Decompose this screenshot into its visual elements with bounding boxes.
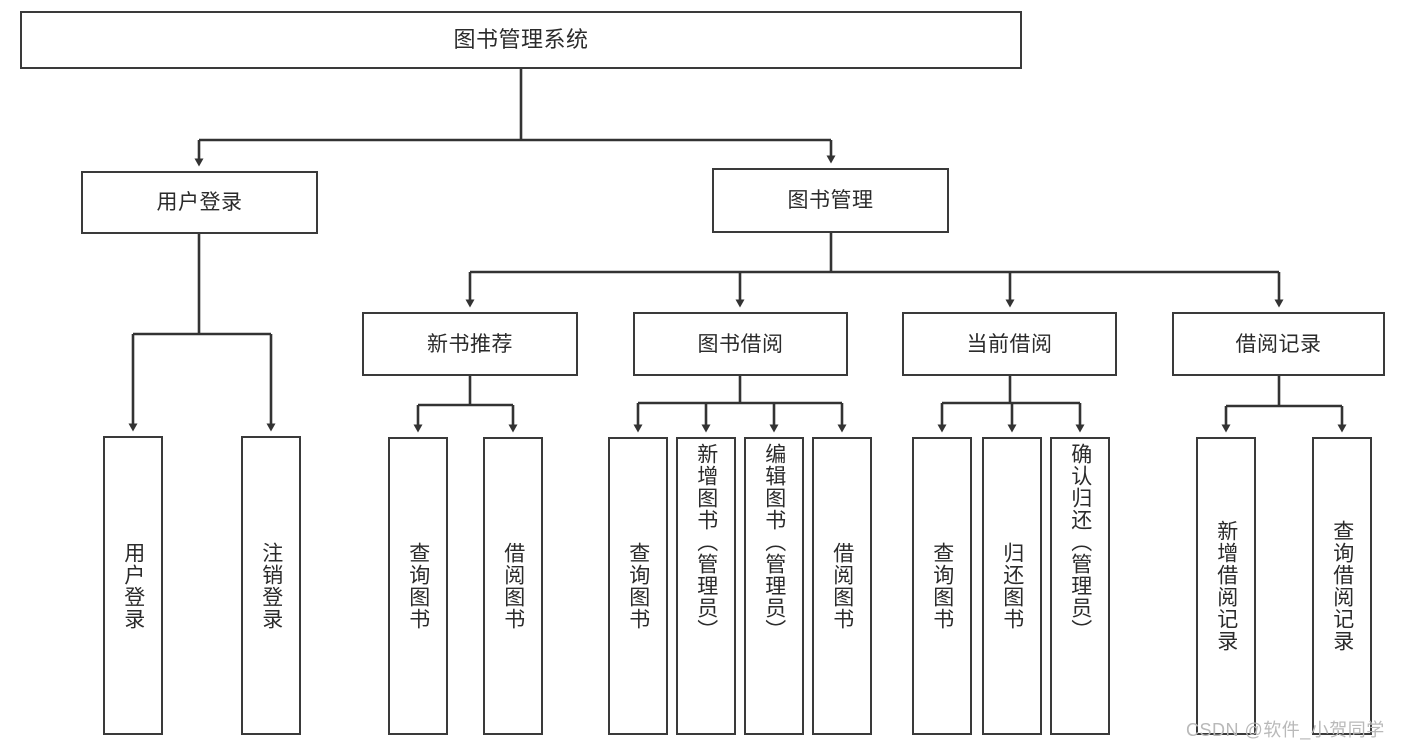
leaf-confirm-return-admin[interactable]: 确认归还（管理员） xyxy=(1050,437,1110,735)
node-user-login[interactable]: 用户登录 xyxy=(81,171,318,234)
node-borrow-records[interactable]: 借阅记录 xyxy=(1172,312,1385,376)
node-book-borrow-label: 图书借阅 xyxy=(697,332,784,356)
leaf-add-book-admin[interactable]: 新增图书（管理员） xyxy=(676,437,736,735)
leaf-query-book-recommend-label: 查询图书 xyxy=(406,542,430,630)
leaf-borrow-book[interactable]: 借阅图书 xyxy=(812,437,872,735)
node-root-label: 图书管理系统 xyxy=(453,27,589,52)
leaf-return-book-label: 归还图书 xyxy=(1000,542,1024,630)
leaf-edit-book-admin-label: 编辑图书（管理员） xyxy=(762,443,786,641)
node-current-borrow[interactable]: 当前借阅 xyxy=(902,312,1117,376)
leaf-logout-label: 注销登录 xyxy=(259,541,283,630)
leaf-confirm-return-admin-label: 确认归还（管理员） xyxy=(1068,443,1092,641)
leaf-query-book-borrow-label: 查询图书 xyxy=(626,542,650,630)
leaf-add-borrow-record[interactable]: 新增借阅记录 xyxy=(1196,437,1256,735)
leaf-add-borrow-record-label: 新增借阅记录 xyxy=(1214,520,1238,652)
node-borrow-records-label: 借阅记录 xyxy=(1235,332,1322,356)
leaf-query-borrow-record-label: 查询借阅记录 xyxy=(1330,520,1354,652)
node-book-borrow[interactable]: 图书借阅 xyxy=(633,312,848,376)
node-new-book-recommend[interactable]: 新书推荐 xyxy=(362,312,578,376)
node-current-borrow-label: 当前借阅 xyxy=(966,332,1053,356)
leaf-add-book-admin-label: 新增图书（管理员） xyxy=(694,443,718,641)
leaf-borrow-book-recommend-label: 借阅图书 xyxy=(501,542,525,630)
watermark-text: CSDN @软件_小贺同学 xyxy=(1186,720,1385,740)
leaf-edit-book-admin[interactable]: 编辑图书（管理员） xyxy=(744,437,804,735)
leaf-borrow-book-label: 借阅图书 xyxy=(830,542,854,630)
leaf-user-login[interactable]: 用户登录 xyxy=(103,436,163,735)
node-new-book-recommend-label: 新书推荐 xyxy=(427,332,513,356)
leaf-query-book-current[interactable]: 查询图书 xyxy=(912,437,972,735)
node-book-management-label: 图书管理 xyxy=(787,189,874,212)
leaf-query-book-borrow[interactable]: 查询图书 xyxy=(608,437,668,735)
node-book-management[interactable]: 图书管理 xyxy=(712,168,949,233)
leaf-borrow-book-recommend[interactable]: 借阅图书 xyxy=(483,437,543,735)
node-user-login-label: 用户登录 xyxy=(156,191,243,214)
leaf-query-book-current-label: 查询图书 xyxy=(930,542,954,630)
leaf-return-book[interactable]: 归还图书 xyxy=(982,437,1042,735)
leaf-logout[interactable]: 注销登录 xyxy=(241,436,301,735)
leaf-user-login-label: 用户登录 xyxy=(121,541,145,630)
leaf-query-borrow-record[interactable]: 查询借阅记录 xyxy=(1312,437,1372,735)
leaf-query-book-recommend[interactable]: 查询图书 xyxy=(388,437,448,735)
node-root[interactable]: 图书管理系统 xyxy=(20,11,1022,69)
